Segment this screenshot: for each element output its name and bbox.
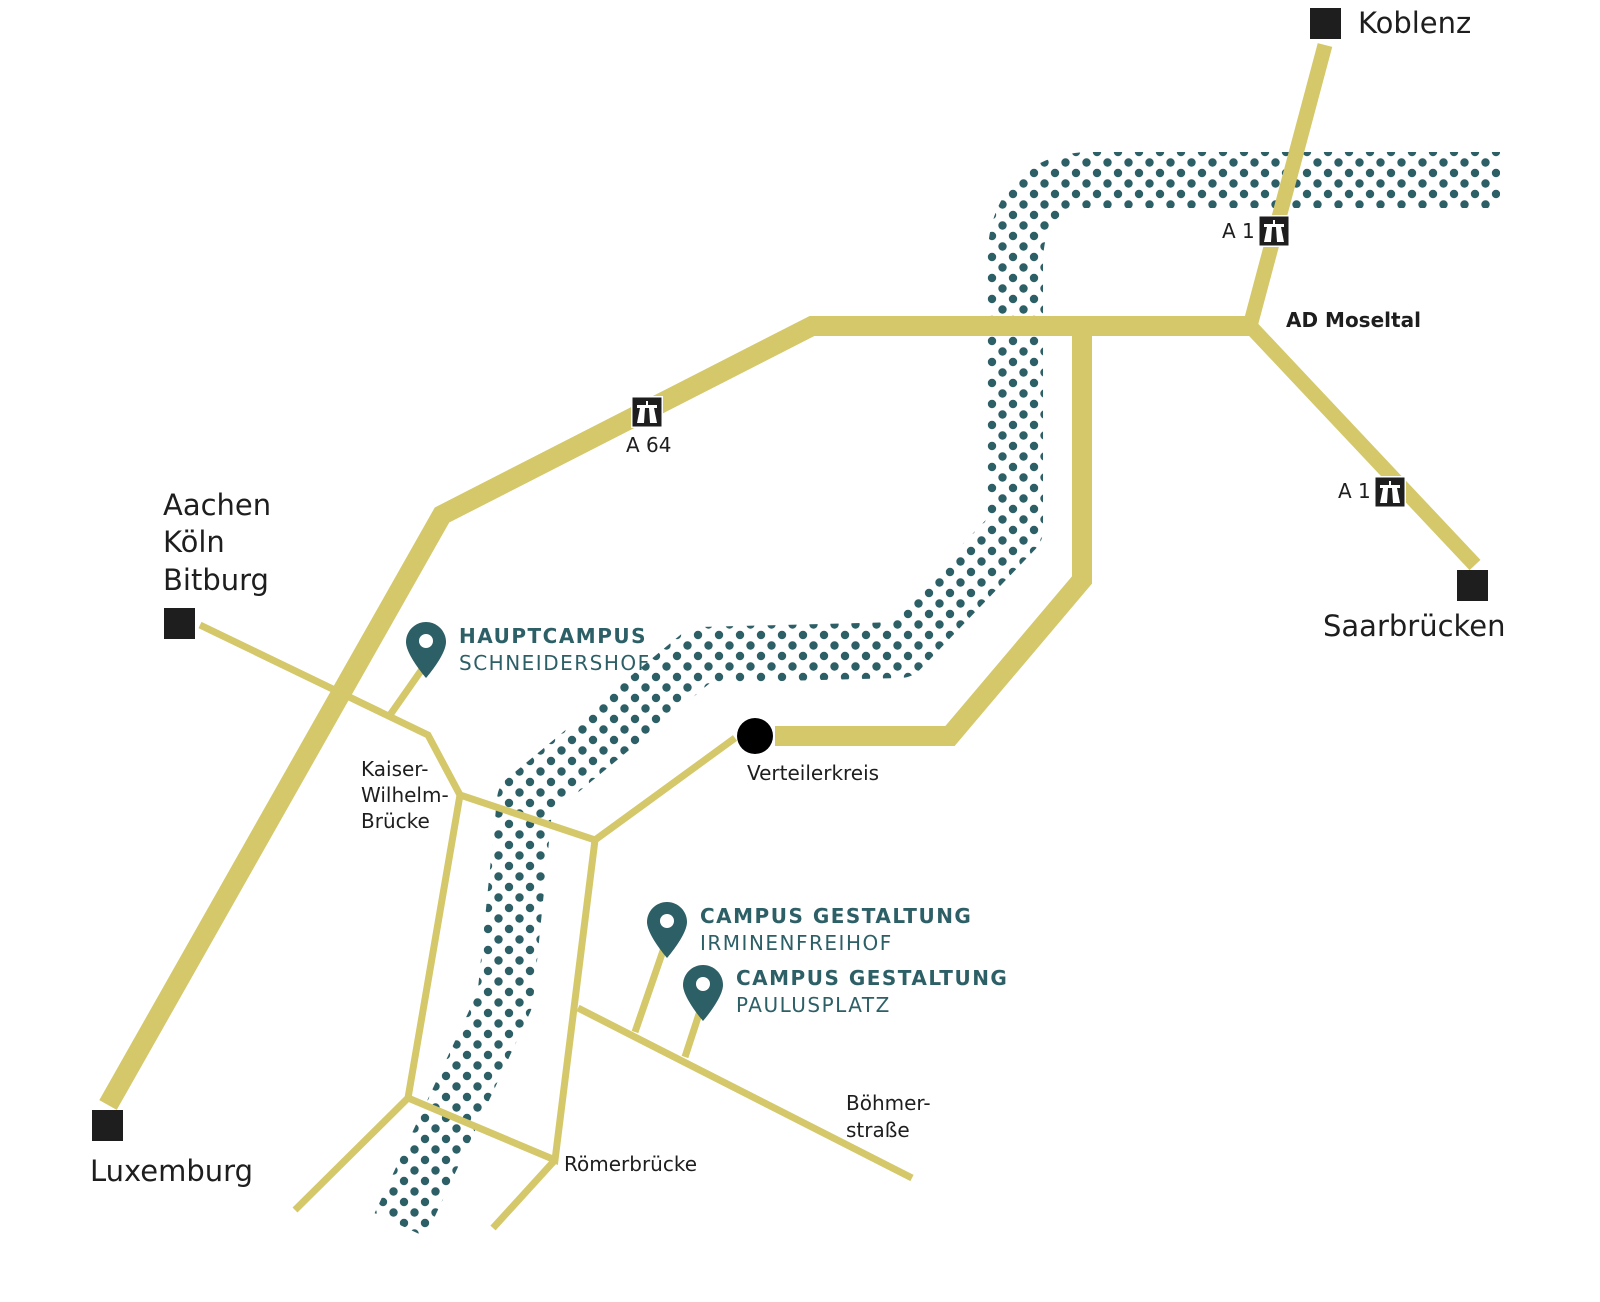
autobahn-icon bbox=[631, 396, 663, 428]
location-pin-icon[interactable] bbox=[647, 902, 687, 958]
city-label-aachen: Aachen bbox=[163, 488, 271, 522]
city-label-koeln: Köln bbox=[163, 525, 225, 559]
autobahn-icon bbox=[1258, 215, 1290, 247]
a64-road bbox=[99, 316, 1250, 1110]
a1-north-road bbox=[1242, 43, 1333, 328]
a1-south-road bbox=[1244, 320, 1481, 571]
city-label-koblenz: Koblenz bbox=[1358, 6, 1471, 40]
campus-subtitle-irminenfreihof[interactable]: IRMINENFREIHOF bbox=[700, 931, 893, 955]
location-pin-icon[interactable] bbox=[406, 622, 446, 678]
koblenz-marker bbox=[1310, 8, 1341, 39]
place-label-kaiser-wilhelm-3: Brücke bbox=[361, 809, 430, 833]
motorways bbox=[99, 43, 1481, 1110]
campus-title-paulusplatz[interactable]: CAMPUS GESTALTUNG bbox=[736, 966, 1008, 990]
motorway-label-a1-south: A 1 bbox=[1338, 479, 1371, 503]
place-label-boehmerstrasse-2: straße bbox=[846, 1118, 910, 1142]
place-label-boehmerstrasse-1: Böhmer- bbox=[846, 1091, 931, 1115]
verteilerkreis-marker bbox=[737, 718, 773, 754]
place-label-verteilerkreis: Verteilerkreis bbox=[747, 761, 879, 785]
city-label-bitburg: Bitburg bbox=[163, 563, 269, 597]
b-road-verteilerkreis bbox=[775, 335, 1092, 746]
place-label-roemerbruecke: Römerbrücke bbox=[564, 1152, 697, 1176]
saarbruecken-marker bbox=[1457, 570, 1488, 601]
river-mosel bbox=[374, 152, 1500, 1237]
campus-title-hauptcampus[interactable]: HAUPTCAMPUS bbox=[459, 624, 647, 648]
bitburg-marker bbox=[164, 608, 195, 639]
location-pin-icon[interactable] bbox=[683, 965, 723, 1021]
campus-subtitle-paulusplatz[interactable]: PAULUSPLATZ bbox=[736, 993, 891, 1017]
junction-label: AD Moseltal bbox=[1286, 308, 1421, 332]
place-label-kaiser-wilhelm-2: Wilhelm- bbox=[361, 783, 449, 807]
city-roads bbox=[198, 621, 914, 1231]
city-label-luxemburg: Luxemburg bbox=[90, 1154, 253, 1188]
motorway-label-a64: A 64 bbox=[626, 433, 672, 457]
autobahn-icon bbox=[1374, 476, 1406, 508]
motorway-label-a1-north: A 1 bbox=[1222, 219, 1255, 243]
campus-title-irminenfreihof[interactable]: CAMPUS GESTALTUNG bbox=[700, 904, 972, 928]
campus-subtitle-hauptcampus[interactable]: SCHNEIDERSHOF bbox=[459, 651, 651, 675]
place-label-kaiser-wilhelm-1: Kaiser- bbox=[361, 757, 428, 781]
luxemburg-marker bbox=[92, 1110, 123, 1141]
city-label-saarbruecken: Saarbrücken bbox=[1323, 609, 1506, 643]
